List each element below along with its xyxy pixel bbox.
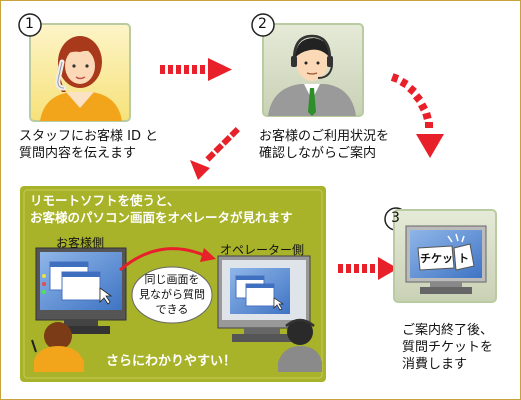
slogan: さらにわかりやすい！ [106, 354, 237, 369]
operator-side-label: オペレーター側 [220, 243, 305, 257]
ticket-label-right: ト [458, 252, 469, 265]
step-2-number: 2 [258, 16, 267, 32]
remote-panel [20, 186, 326, 382]
step-3-number: 3 [391, 210, 400, 226]
step-1-text: スタッフにお客様 ID と 質問内容を伝えます [19, 129, 159, 161]
staff-picture [29, 23, 131, 122]
ticket-picture [393, 209, 497, 303]
customer-side-label: お客様側 [56, 236, 105, 250]
operator-picture [262, 23, 364, 117]
step-1-number: 1 [25, 16, 34, 32]
bubble-text: 同じ画面を 見ながら質問 できる [139, 273, 205, 316]
flow-arrows [160, 58, 444, 280]
step-3-text: ご案内終了後、 質問チケットを 消費します [402, 323, 494, 372]
panel-title: リモートソフトを使うと、 お客様のパソコン画面をオペレータが見れます [30, 193, 293, 225]
step-2-text: お客様のご利用状況を 確認しながらご案内 [259, 129, 390, 161]
ticket-label-left: チケッ [420, 252, 453, 265]
